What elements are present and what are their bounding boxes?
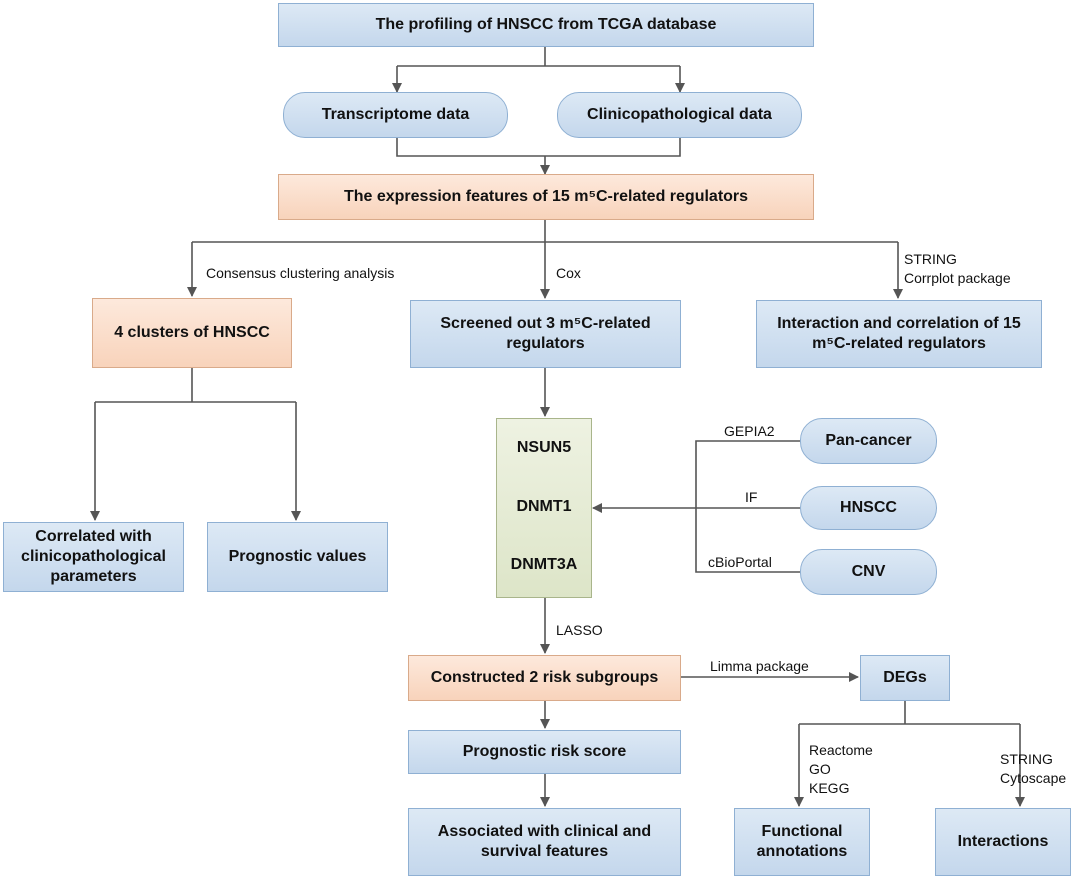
node-interaction-correlation: Interaction and correlation of 15 m⁵C-re…	[756, 300, 1042, 368]
edge-expression-split	[192, 220, 898, 243]
label-kegg: KEGG	[809, 780, 850, 796]
edge-merge	[396, 138, 681, 174]
label-if: IF	[745, 489, 758, 505]
node-tcga-profiling: The profiling of HNSCC from TCGA databas…	[278, 3, 814, 47]
node-transcriptome-data: Transcriptome data	[283, 92, 508, 138]
label-cbioportal: cBioPortal	[708, 554, 772, 570]
node-clinicopathological-data: Clinicopathological data	[557, 92, 802, 138]
label-cox: Cox	[556, 265, 581, 281]
edge-databases	[695, 440, 800, 573]
label-reactome: Reactome	[809, 742, 873, 758]
node-prognostic-risk-score: Prognostic risk score	[408, 730, 681, 774]
node-functional-annotations: Functional annotations	[734, 808, 870, 876]
label-string: STRING	[904, 251, 957, 267]
label-limma-package: Limma package	[710, 658, 809, 674]
node-4-clusters: 4 clusters of HNSCC	[92, 298, 292, 368]
gene-label: DNMT1	[516, 498, 572, 515]
node-screened-regulators: Screened out 3 m⁵C-related regulators	[410, 300, 681, 368]
label-consensus-clustering: Consensus clustering analysis	[206, 265, 395, 281]
label-go: GO	[809, 761, 831, 777]
edge-tcga-split	[397, 47, 680, 67]
label-string-2: STRING	[1000, 751, 1053, 767]
node-degs: DEGs	[860, 655, 950, 701]
edge-clusters-split	[95, 368, 296, 403]
node-pan-cancer: Pan-cancer	[800, 418, 937, 464]
node-interactions: Interactions	[935, 808, 1071, 876]
node-risk-subgroups: Constructed 2 risk subgroups	[408, 655, 681, 701]
label-corrplot-package: Corrplot package	[904, 270, 1011, 286]
gene-label: DNMT3A	[510, 556, 578, 573]
label-gepia2: GEPIA2	[724, 423, 775, 439]
node-associated-clinical-survival: Associated with clinical and survival fe…	[408, 808, 681, 876]
node-correlated-clinicopathological: Correlated with clinicopathological para…	[3, 522, 184, 592]
label-lasso: LASSO	[556, 622, 603, 638]
gene-label: NSUN5	[516, 439, 572, 456]
node-expression-features: The expression features of 15 m⁵C-relate…	[278, 174, 814, 220]
label-cytoscape: Cytoscape	[1000, 770, 1067, 786]
edge-degs-split	[799, 701, 1020, 725]
node-hnscc: HNSCC	[800, 486, 937, 530]
node-regulator-genes	[496, 418, 592, 598]
node-prognostic-values: Prognostic values	[207, 522, 388, 592]
node-cnv: CNV	[800, 549, 937, 595]
